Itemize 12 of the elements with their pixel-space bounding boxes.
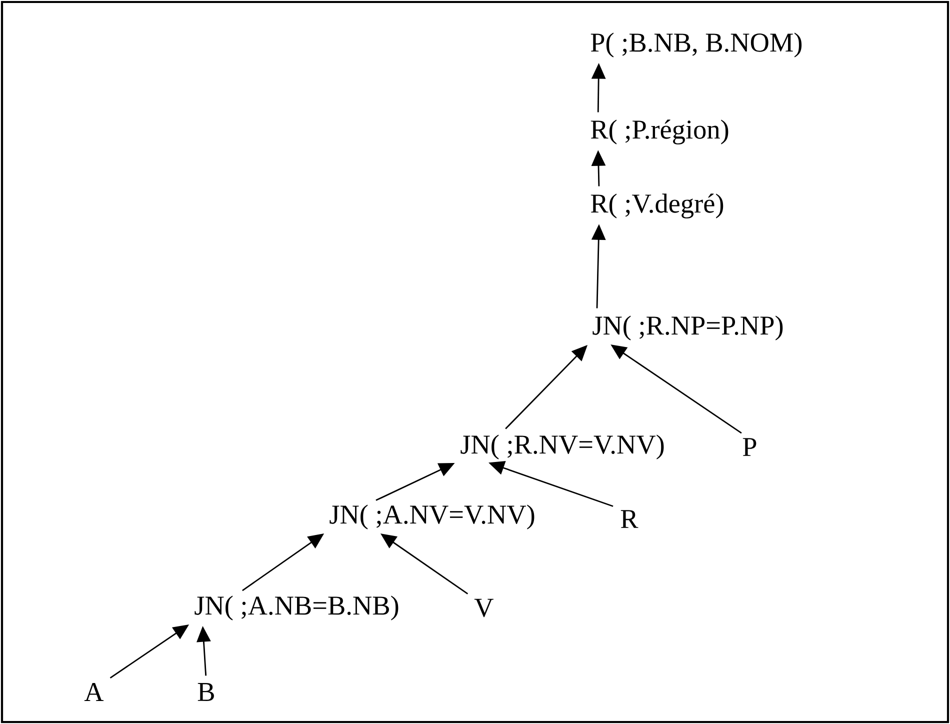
node-label: R( ;V.degré) [590,194,724,218]
node-label: JN( ;R.NP=P.NP) [592,316,783,340]
node-label: B [198,683,214,701]
node-label: JN( ;A.NB=B.NB) [194,596,398,620]
node-label: JN( ;A.NV=V.NV) [330,504,534,530]
node-label: R( ;P.région) [590,120,728,144]
node-label: P( ;B.NB, B.NOM) [590,32,802,58]
node-label: JN( ;R.NV=V.NV) [460,434,664,460]
node-label: V [474,598,494,618]
node-label: R [620,510,638,528]
node-label: A [84,683,104,701]
node-label: P [742,438,756,456]
